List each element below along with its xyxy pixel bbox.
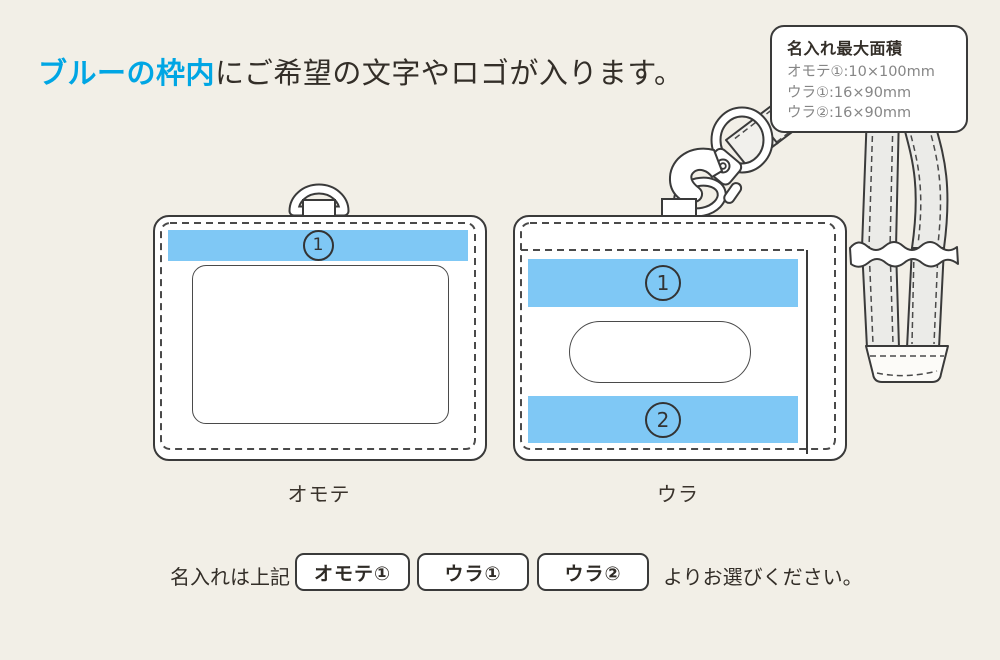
circled-number-back-1: 1	[645, 265, 681, 301]
max-print-area-callout: 名入れ最大面積 オモテ①:10×100mm ウラ①:16×90mm ウラ②:16…	[770, 25, 968, 134]
back-card-label: ウラ	[657, 482, 699, 506]
page-title-highlight: ブルーの枠内	[38, 56, 216, 90]
callout-line-front1: オモテ①:10×100mm	[787, 64, 935, 80]
front-card-stitching	[160, 222, 476, 450]
hook	[668, 147, 723, 204]
back-card-stitching	[520, 222, 836, 454]
page-title-rest: にご希望の文字やロゴが入ります。	[215, 56, 684, 90]
page-title: ブルーの枠内にご希望の文字やロゴが入ります。	[38, 50, 684, 92]
id-window	[192, 265, 449, 424]
d-ring-illustration	[288, 183, 350, 220]
callout-title: 名入れ最大面積	[787, 39, 903, 58]
back-card-illustration: 1 2	[513, 215, 847, 461]
option-back-2: ウラ②	[537, 553, 649, 591]
print-area-front-1: 1	[168, 230, 468, 261]
front-card-illustration: 1	[153, 215, 487, 461]
callout-line-back1: ウラ①:16×90mm	[787, 84, 912, 101]
front-card-label: オモテ	[287, 482, 351, 506]
thumb-slot	[569, 321, 751, 383]
print-area-back-2: 2	[528, 396, 798, 443]
option-front-1: オモテ①	[295, 553, 410, 591]
circled-number-back-2: 2	[645, 401, 681, 438]
option-back-1: ウラ①	[417, 553, 529, 591]
callout-line-back2: ウラ②:16×90mm	[787, 105, 912, 122]
footer-prefix: 名入れは上記	[170, 565, 290, 589]
circled-number-front-1: 1	[302, 230, 334, 261]
neck-strap-illustration	[849, 111, 959, 383]
strap-break-wave	[849, 241, 959, 268]
print-area-back-1: 1	[528, 259, 798, 307]
footer-suffix: よりお選びください。	[663, 565, 863, 589]
strap-end-cap	[865, 345, 949, 383]
